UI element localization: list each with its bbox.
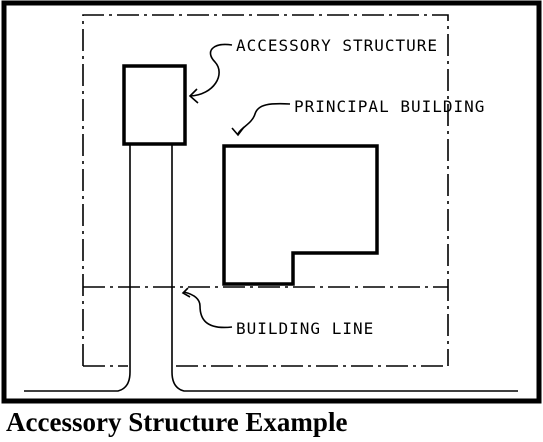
driveway	[24, 145, 518, 392]
property-line	[82, 14, 449, 367]
building-line-label: BUILDING LINE	[236, 319, 374, 338]
principal-leader-arrow	[237, 102, 291, 135]
accessory-structure-shape	[122, 64, 187, 146]
accessory-leader-arrow	[189, 43, 233, 97]
principal-building-shape	[222, 144, 379, 286]
leader-arrows	[181, 43, 291, 329]
outer-frame	[1, 0, 542, 404]
accessory-structure-label: ACCESSORY STRUCTURE	[236, 36, 438, 55]
principal-building-label: PRINCIPAL BUILDING	[294, 97, 485, 116]
diagram-caption: Accessory Structure Example	[6, 407, 348, 437]
building-line-leader-arrow	[183, 291, 233, 329]
